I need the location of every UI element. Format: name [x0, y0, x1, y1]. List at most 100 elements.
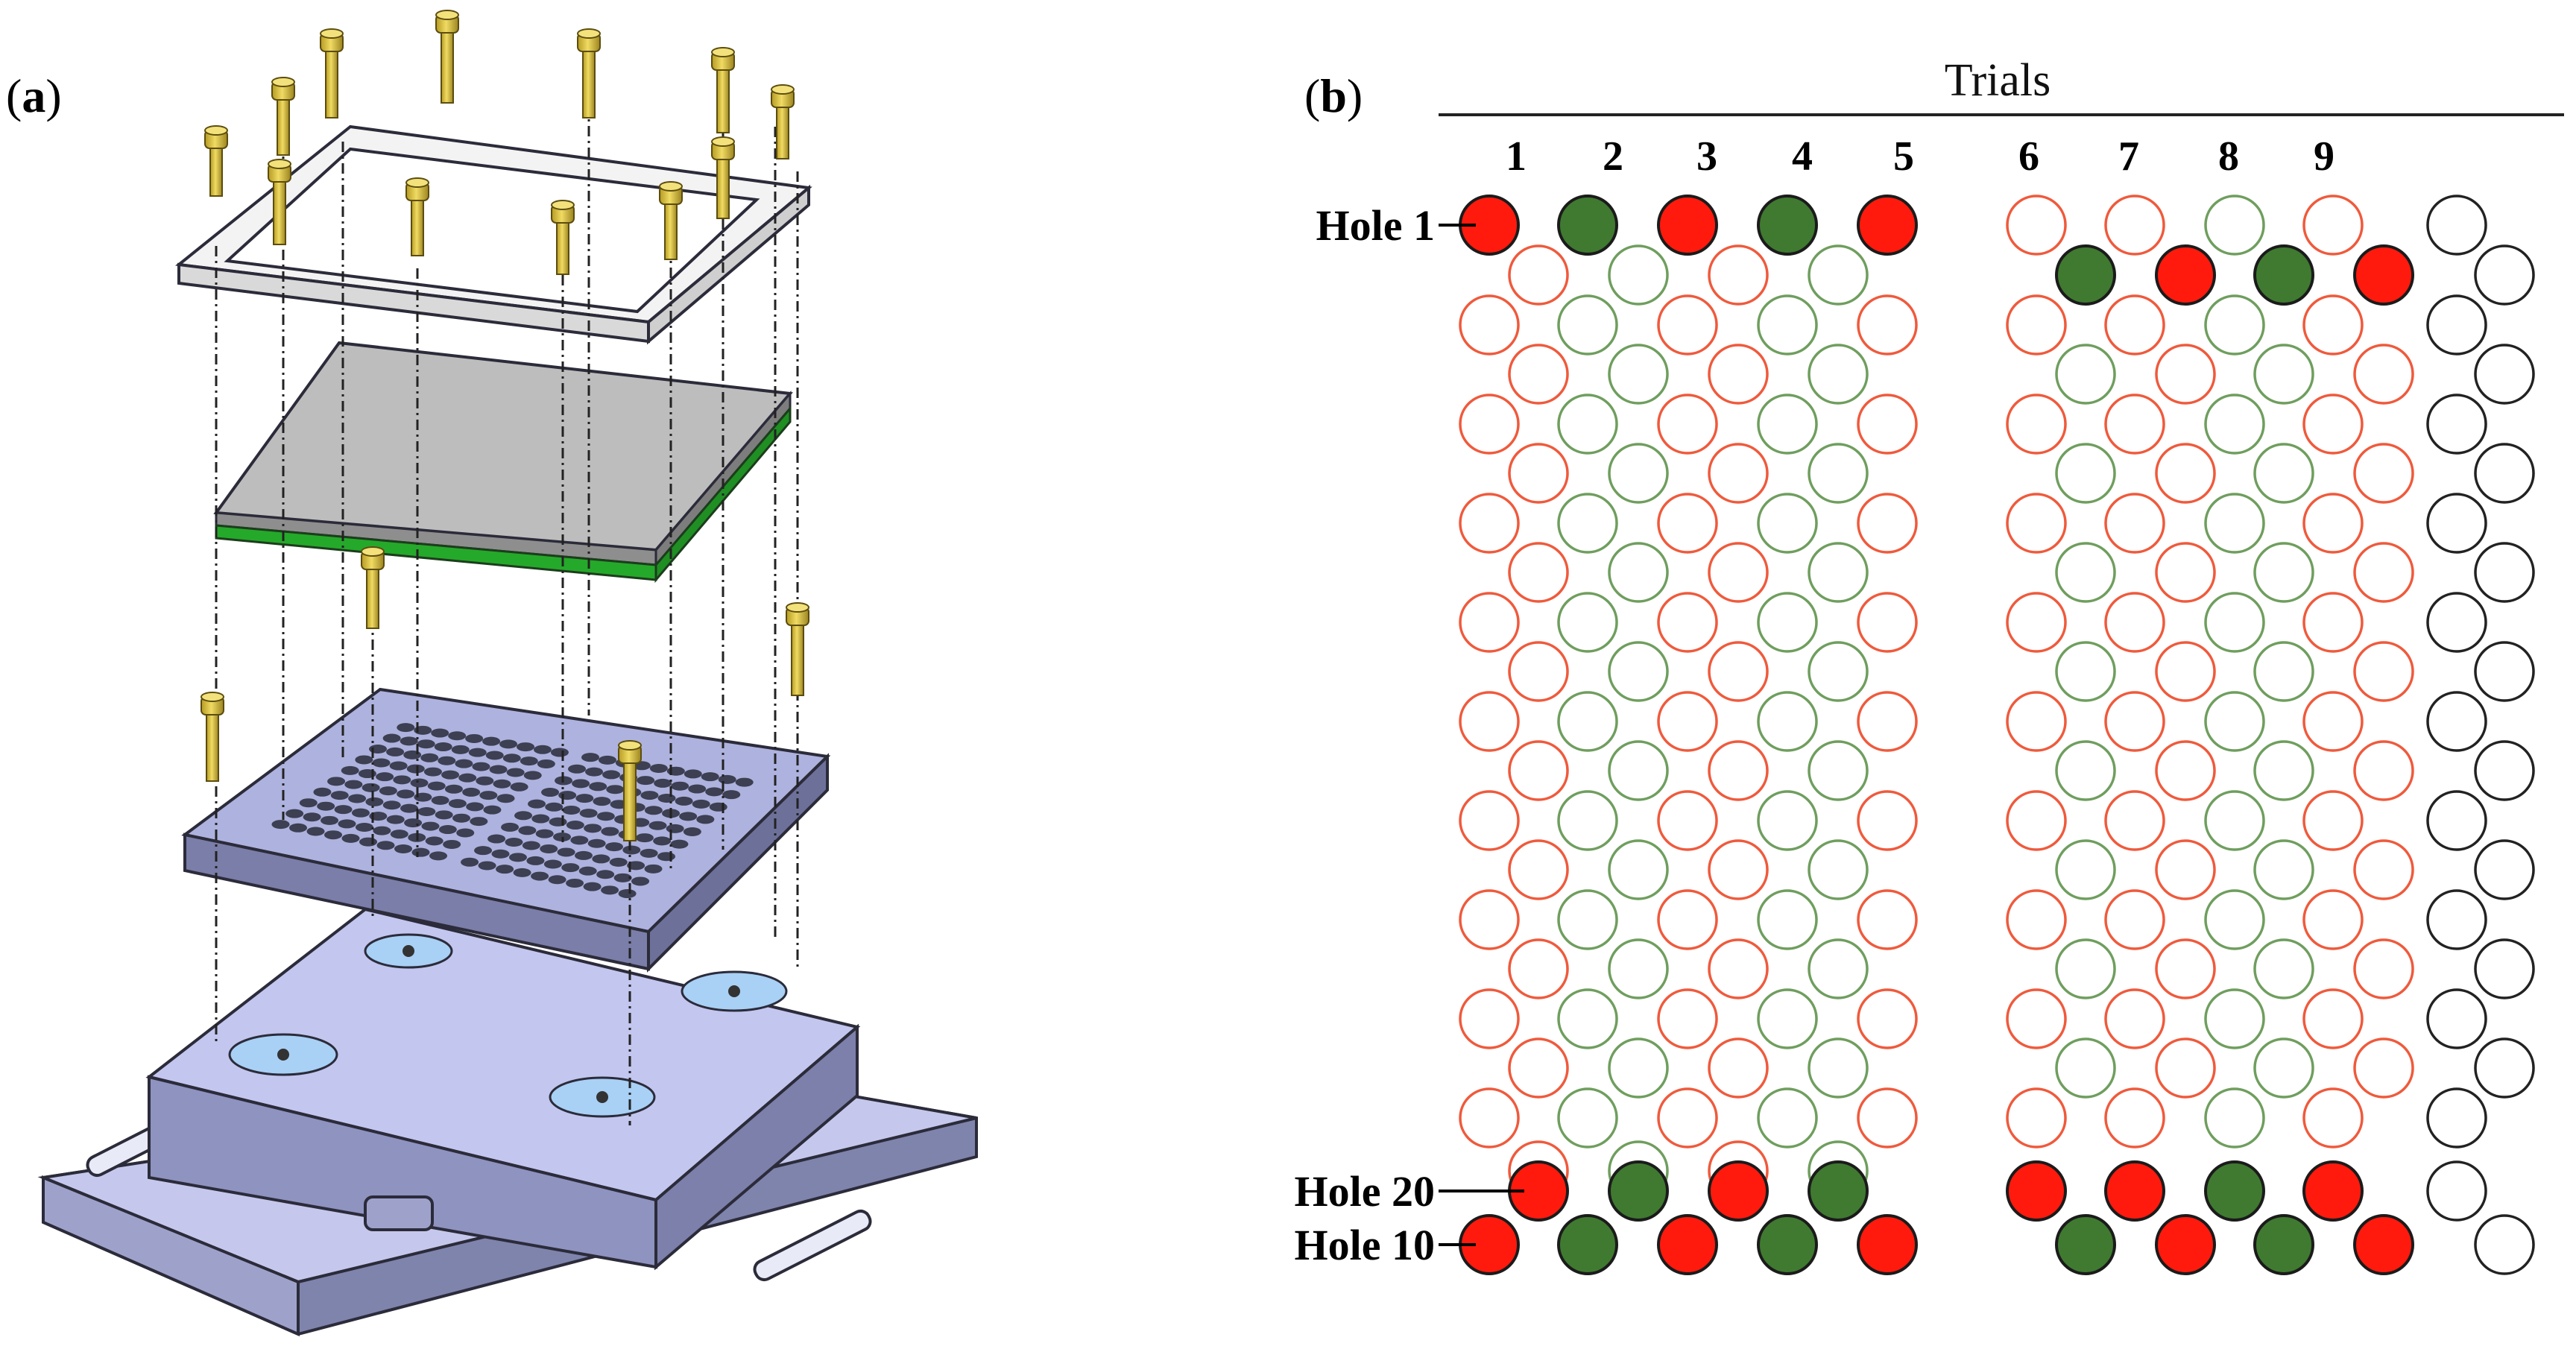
- plate-hole: [410, 778, 429, 788]
- plate-hole: [679, 812, 698, 821]
- screw: [659, 181, 683, 260]
- plate-hole: [443, 839, 461, 849]
- hole-empty: [1608, 1037, 1669, 1099]
- hole-empty: [2474, 641, 2535, 702]
- hole-empty: [1608, 641, 1669, 702]
- plate-hole: [540, 844, 558, 853]
- trial-number-2: 2: [1603, 133, 1623, 180]
- hole-empty: [2302, 1087, 2364, 1149]
- plate-hole: [317, 801, 335, 811]
- plate-hole: [510, 782, 528, 792]
- hole-filled: [2155, 244, 2216, 306]
- hole-empty: [2426, 691, 2487, 752]
- hole-empty: [2253, 740, 2314, 801]
- hole-empty: [2006, 790, 2067, 851]
- plate-hole: [397, 789, 415, 799]
- plate-hole: [271, 820, 290, 830]
- hole-empty: [1708, 740, 1769, 801]
- plate-hole: [688, 784, 707, 794]
- hole-empty: [1459, 691, 1520, 752]
- plate-hole: [438, 756, 456, 765]
- hole-empty: [1557, 294, 1618, 356]
- hole-empty: [2353, 938, 2414, 999]
- trial-number-7: 7: [2118, 133, 2139, 180]
- plate-hole: [531, 871, 549, 881]
- plate-hole: [406, 764, 425, 774]
- plate-hole: [382, 800, 401, 810]
- hole-empty: [2353, 1037, 2414, 1099]
- trial-number-6: 6: [2018, 133, 2039, 180]
- plate-hole: [451, 745, 470, 754]
- plate-hole: [479, 791, 498, 800]
- hole-empty: [2474, 344, 2535, 405]
- hole-empty: [2104, 790, 2165, 851]
- hole-empty: [1657, 493, 1718, 554]
- hole-empty: [1808, 344, 1869, 405]
- hole-empty: [1808, 740, 1869, 801]
- hole-empty: [2006, 592, 2067, 653]
- plate-hole: [390, 830, 408, 839]
- hole-empty: [2204, 592, 2265, 653]
- plate-hole: [476, 776, 494, 786]
- hole-filled: [1657, 1214, 1718, 1275]
- plate-hole: [520, 756, 538, 766]
- plate-hole: [456, 828, 475, 838]
- exploded-assembly-diagram: [37, 10, 978, 1337]
- hole-filled: [2006, 1160, 2067, 1222]
- hole-empty: [2474, 443, 2535, 504]
- plate-hole: [675, 796, 693, 806]
- plate-hole: [531, 814, 550, 824]
- plate-hole: [362, 783, 380, 792]
- hole-empty: [1557, 493, 1618, 554]
- screw: [201, 692, 224, 782]
- plate-hole: [400, 803, 419, 813]
- plate-hole: [324, 830, 343, 840]
- hole-empty: [2104, 195, 2165, 256]
- hole-empty: [2204, 493, 2265, 554]
- hole-filled: [2302, 1160, 2364, 1222]
- hole-empty: [1459, 790, 1520, 851]
- hole-empty: [2426, 592, 2487, 653]
- plate-hole: [557, 847, 575, 857]
- plate-hole: [722, 790, 741, 800]
- plate-hole: [574, 850, 593, 860]
- hole-empty: [2104, 691, 2165, 752]
- plate-hole: [389, 761, 408, 771]
- hole-empty: [1857, 790, 1918, 851]
- plate-hole: [421, 821, 440, 831]
- hole-empty: [2426, 790, 2487, 851]
- plate-hole: [461, 857, 479, 867]
- hole-empty: [1708, 641, 1769, 702]
- plate-hole: [452, 813, 471, 823]
- hole-empty: [1657, 988, 1718, 1049]
- hole-empty: [2353, 740, 2414, 801]
- hole-empty: [1757, 592, 1818, 653]
- hole-empty: [2426, 493, 2487, 554]
- hole-filled: [1557, 195, 1618, 256]
- hole-empty: [2155, 641, 2216, 702]
- plate-hole: [341, 833, 360, 843]
- plate-hole: [508, 853, 527, 862]
- plate-hole: [448, 731, 467, 741]
- plate-hole: [455, 759, 473, 768]
- plate-hole: [423, 767, 442, 777]
- plate-hole: [543, 859, 562, 869]
- hole-empty: [2006, 195, 2067, 256]
- hole-empty: [1459, 493, 1520, 554]
- hole-empty: [2302, 294, 2364, 356]
- plate-hole: [425, 836, 443, 846]
- plate-hole: [313, 787, 332, 797]
- hole-empty: [1708, 1037, 1769, 1099]
- hole-empty: [2055, 641, 2116, 702]
- hole-array: [271, 723, 754, 899]
- plate-hole: [589, 782, 607, 792]
- hole-empty: [1557, 1087, 1618, 1149]
- plate-hole: [550, 748, 569, 757]
- hole-filled: [1757, 1214, 1818, 1275]
- hole-20-label: Hole 20: [1295, 1167, 1435, 1216]
- hole-empty: [1708, 344, 1769, 405]
- hole-filled: [2155, 1214, 2216, 1275]
- plate-hole: [334, 805, 353, 815]
- plate-hole: [627, 861, 645, 871]
- hole-empty: [1808, 1037, 1869, 1099]
